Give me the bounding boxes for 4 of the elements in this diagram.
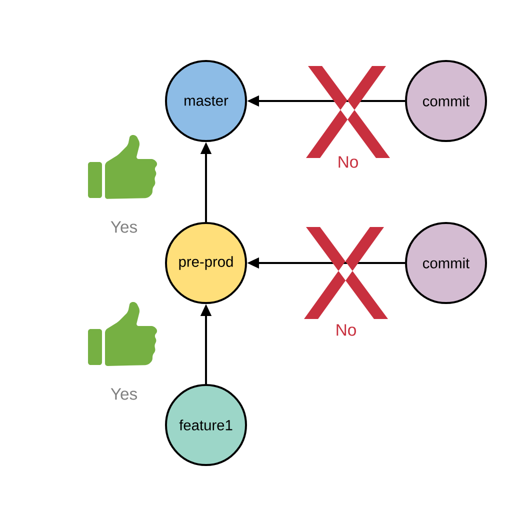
verdict-label: No: [336, 324, 356, 336]
verdict-label: Yes: [110, 221, 138, 233]
verdict-label: Yes: [110, 388, 138, 400]
verdict-label: No: [338, 156, 358, 168]
